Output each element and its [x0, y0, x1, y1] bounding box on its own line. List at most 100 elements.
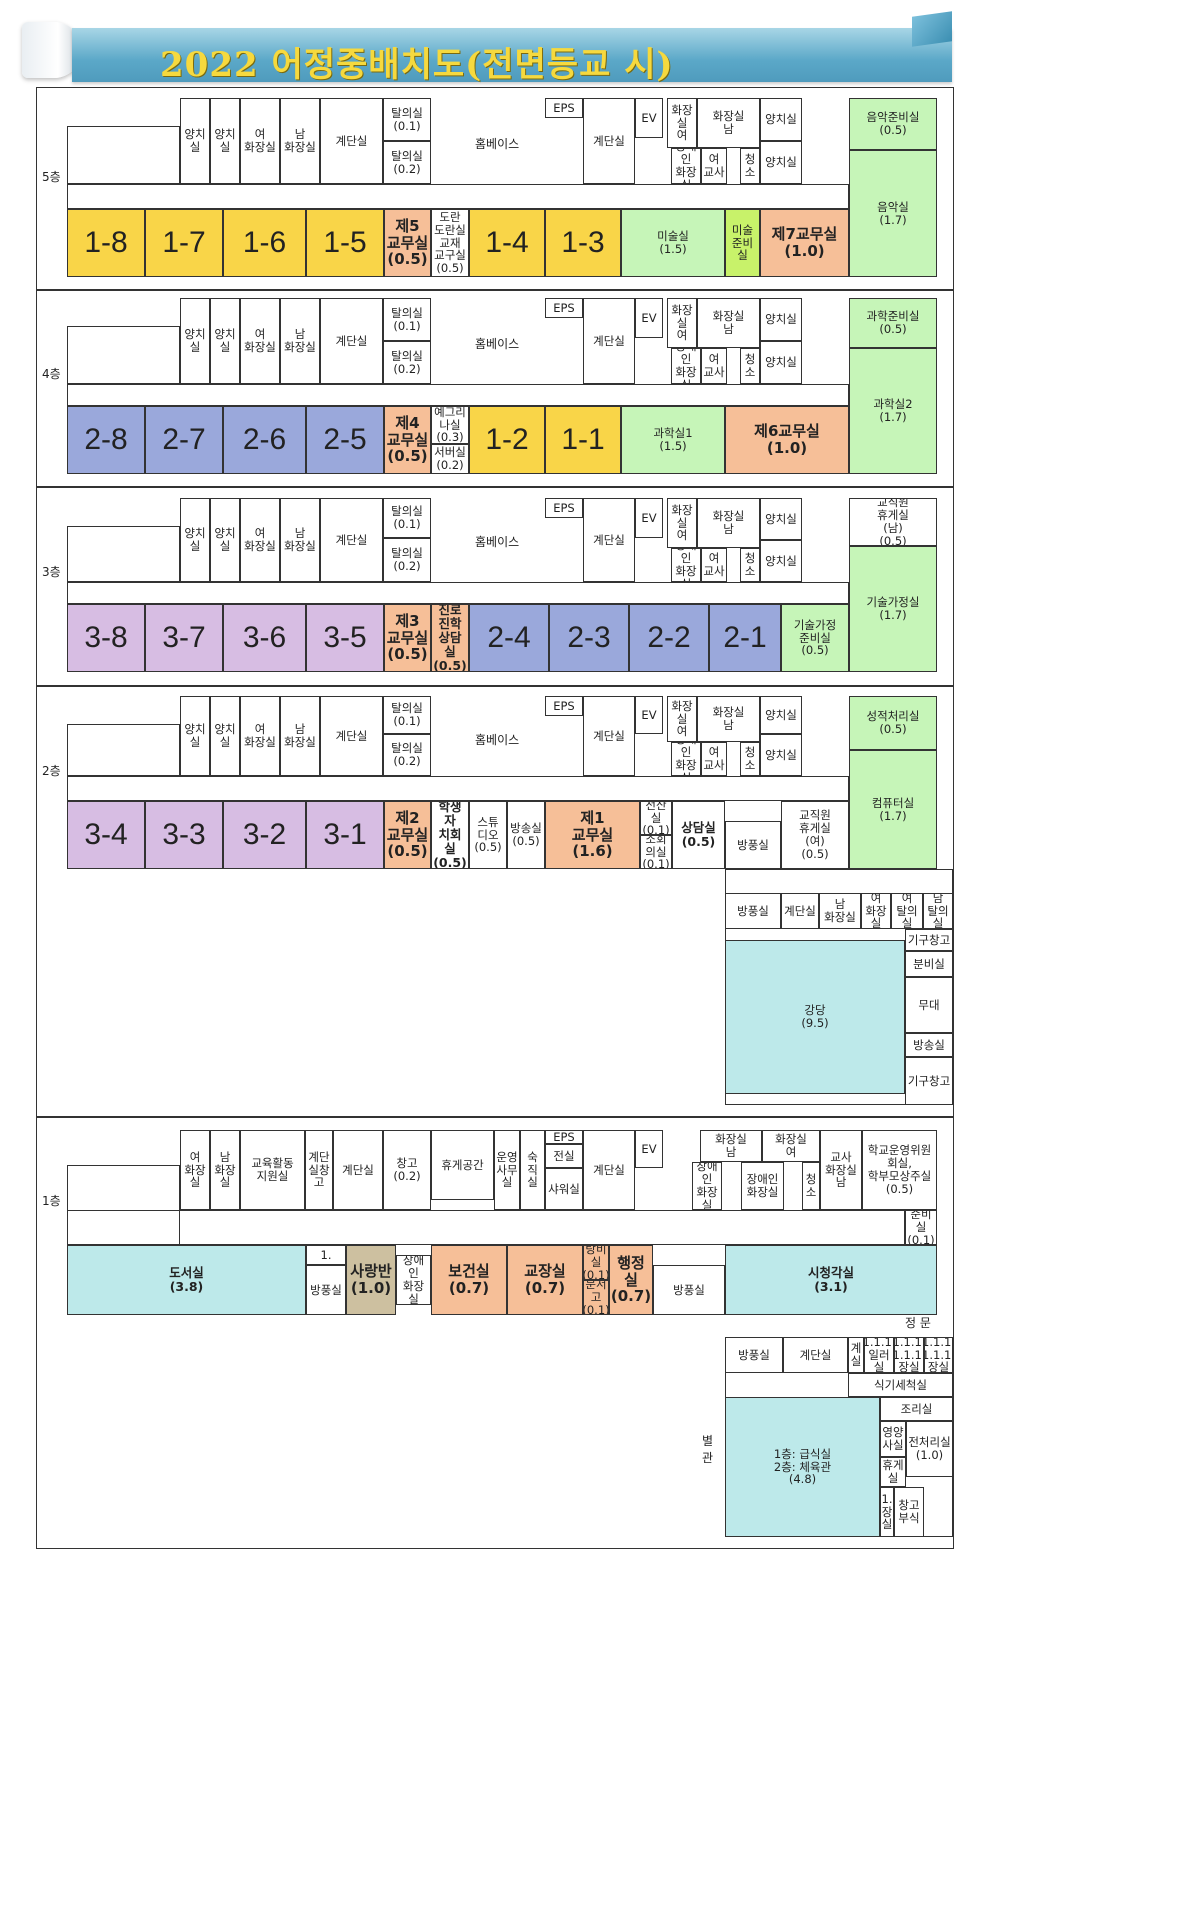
banner-tip [912, 11, 952, 47]
room-top: 남 화장실 [280, 98, 320, 184]
floor-section-3 [36, 487, 954, 686]
room: 제1 교무실 (1.6) [545, 801, 640, 869]
room-top: 휴게공간 [431, 1130, 494, 1200]
classroom: 2-5 [306, 406, 384, 474]
room-top: 계단실 [320, 696, 383, 776]
classroom: 2-1 [709, 604, 781, 672]
floor-section-5 [36, 87, 954, 290]
corridor [67, 184, 849, 209]
classroom: 3-2 [223, 801, 306, 869]
classroom: 1-7 [145, 209, 223, 277]
title-bar [72, 28, 952, 82]
room-top: 교육활동 지원실 [240, 1130, 305, 1210]
room-top: 장애인 화장실 [741, 1162, 784, 1210]
room: 제2 교무실 (0.5) [384, 801, 431, 869]
room: 교장실 (0.7) [507, 1245, 583, 1315]
room-top: 계단실 [583, 298, 635, 384]
homebase-label: 홈베이스 [475, 337, 520, 351]
room: 방송실 (0.5) [507, 801, 545, 869]
room-top: 여 화장실 [240, 498, 280, 582]
annex-room: 식기세척실 [848, 1373, 953, 1397]
room: 미술실 (1.5) [621, 209, 725, 277]
auditorium-room: 계단실 [781, 893, 819, 929]
room-top: EV [635, 1130, 663, 1168]
auditorium-room: 여 화장 실 [861, 893, 891, 929]
room-top: 양치실 [760, 498, 802, 540]
room-top: EV [635, 98, 663, 138]
room-top: 화장실 남 [697, 298, 760, 348]
corridor-left-link [67, 326, 180, 384]
classroom: 1-4 [469, 209, 545, 277]
room-top: 청소 [740, 548, 760, 582]
classroom: 1-5 [306, 209, 384, 277]
room-top: 화장 실 여 [667, 98, 697, 148]
room: 방풍실 [725, 821, 781, 869]
floor-label: 3층 [42, 565, 61, 579]
homebase-label: 홈베이스 [475, 535, 520, 549]
annex-room: 1층: 급식실 2층: 체육관 (4.8) [725, 1397, 880, 1537]
room-top: 창고 (0.2) [383, 1130, 431, 1210]
room-top: 여 교사 [701, 742, 727, 776]
annex-room: 계 실 [848, 1337, 864, 1373]
room: 제6교무실 (1.0) [725, 406, 849, 474]
annex-room: 전처리실 (1.0) [906, 1421, 953, 1477]
room: 방풍실 [306, 1265, 346, 1315]
auditorium-room: 분비실 [905, 951, 953, 977]
room-top: 운영 사무 실 [494, 1130, 520, 1210]
room-top: 양치 실 [210, 498, 240, 582]
classroom: 3-8 [67, 604, 145, 672]
room: 제4 교무실 (0.5) [384, 406, 431, 474]
room-right: 성적처리실 (0.5) [849, 696, 937, 750]
corridor-left-link [67, 526, 180, 582]
room-top: 준비 실 (0.1) [905, 1210, 937, 1245]
classroom: 3-5 [306, 604, 384, 672]
room: 상담실 (0.5) [672, 801, 725, 869]
corridor [67, 1210, 905, 1245]
room-top: 양치실 [760, 696, 802, 734]
auditorium-room: 여 탈의 실 [891, 893, 923, 929]
room-top: 탈의실 (0.2) [383, 341, 431, 384]
room-top: 양치 실 [210, 298, 240, 384]
classroom: 1-1 [545, 406, 621, 474]
room: 도란 도란실 교재 교구실 (0.5) [431, 209, 469, 277]
floor-section-4 [36, 290, 954, 487]
annex-room: 영양 사실 [880, 1421, 906, 1457]
corridor [67, 384, 849, 406]
room-top: 화장실 남 [697, 98, 760, 148]
room: 제5 교무실 (0.5) [384, 209, 431, 277]
classroom: 2-4 [469, 604, 549, 672]
classroom: 3-1 [306, 801, 384, 869]
room-top: 남 화장실 [280, 696, 320, 776]
room: 제7교무실 (1.0) [760, 209, 849, 277]
auditorium-room: 남 화장실 [819, 893, 861, 929]
classroom: 2-7 [145, 406, 223, 474]
annex-room: 창고 부식 [894, 1487, 924, 1537]
homebase-label: 홈베이스 [475, 137, 520, 151]
floor-label: 4층 [42, 367, 61, 381]
room-top: EV [635, 498, 663, 538]
room-top: 장애 인 화장 실 [671, 348, 701, 384]
room: 학생자 치회실 (0.5) [431, 801, 469, 869]
room-top: 남 화장실 [280, 298, 320, 384]
room-top: 양치 실 [180, 696, 210, 776]
room-top: 교사 화장실 남 [820, 1130, 862, 1210]
floor-label: 2층 [42, 764, 61, 778]
room-top: 청소 [740, 148, 760, 184]
annex-room: 계단실 [783, 1337, 848, 1373]
room-top: 양치실 [760, 540, 802, 582]
room-top: EPS [545, 98, 583, 118]
auditorium-room: 방송실 [905, 1033, 953, 1057]
classroom: 2-2 [629, 604, 709, 672]
room-top: 여 교사 [701, 348, 727, 384]
room-top: EPS [545, 1130, 583, 1144]
room-top: 전실 [545, 1144, 583, 1168]
room-top: 계단실 [583, 498, 635, 582]
room-top: 양치 실 [180, 298, 210, 384]
room-top: 여 화장실 [240, 98, 280, 184]
classroom: 1-3 [545, 209, 621, 277]
room-top: 남 화장실 [280, 498, 320, 582]
room-top: 장애 인 화장 실 [671, 548, 701, 582]
room: 1. [306, 1245, 346, 1265]
room-top: 양치실 [760, 298, 802, 341]
auditorium-room: 무대 [905, 977, 953, 1033]
